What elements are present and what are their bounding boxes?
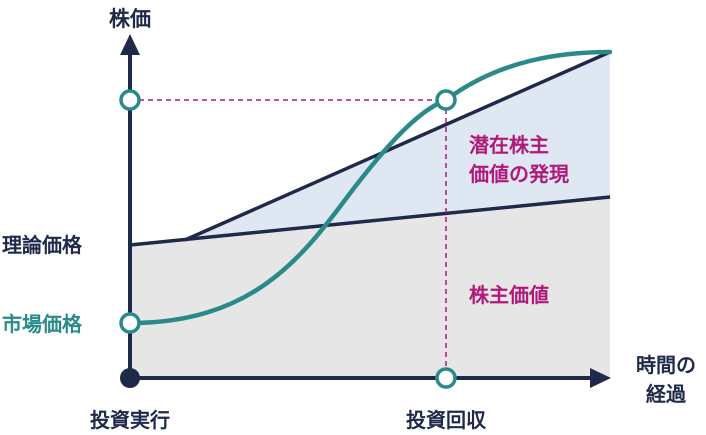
exit-point-marker: [435, 89, 457, 111]
x-axis-label-line1: 時間の: [636, 353, 696, 377]
y-axis-arrowhead: [120, 34, 140, 55]
investment-exit-label: 投資回収: [406, 408, 487, 432]
exit-price-level-marker: [119, 89, 141, 111]
y-axis-label: 株価: [109, 7, 151, 31]
latent-value-label-line2: 価値の発現: [468, 162, 569, 186]
exit-time-marker: [435, 367, 457, 389]
investment-start-label: 投資実行: [90, 408, 170, 432]
x-axis-label-line2: 経過: [646, 382, 687, 406]
latent-value-line: [184, 50, 611, 242]
x-axis-arrowhead: [590, 368, 611, 388]
shareholder-value-label: 株主価値: [469, 283, 549, 307]
market-price-marker: [119, 312, 141, 334]
shareholder-value-region: [130, 197, 610, 378]
stock-price-curve: [127, 49, 613, 326]
theoretical-price-label: 理論価格: [2, 233, 83, 257]
origin-marker: [120, 368, 140, 388]
latent-value-label-line1: 潜在株主: [469, 133, 549, 157]
theoretical-value-line: [129, 195, 611, 247]
market-price-label: 市場価格: [2, 312, 83, 336]
